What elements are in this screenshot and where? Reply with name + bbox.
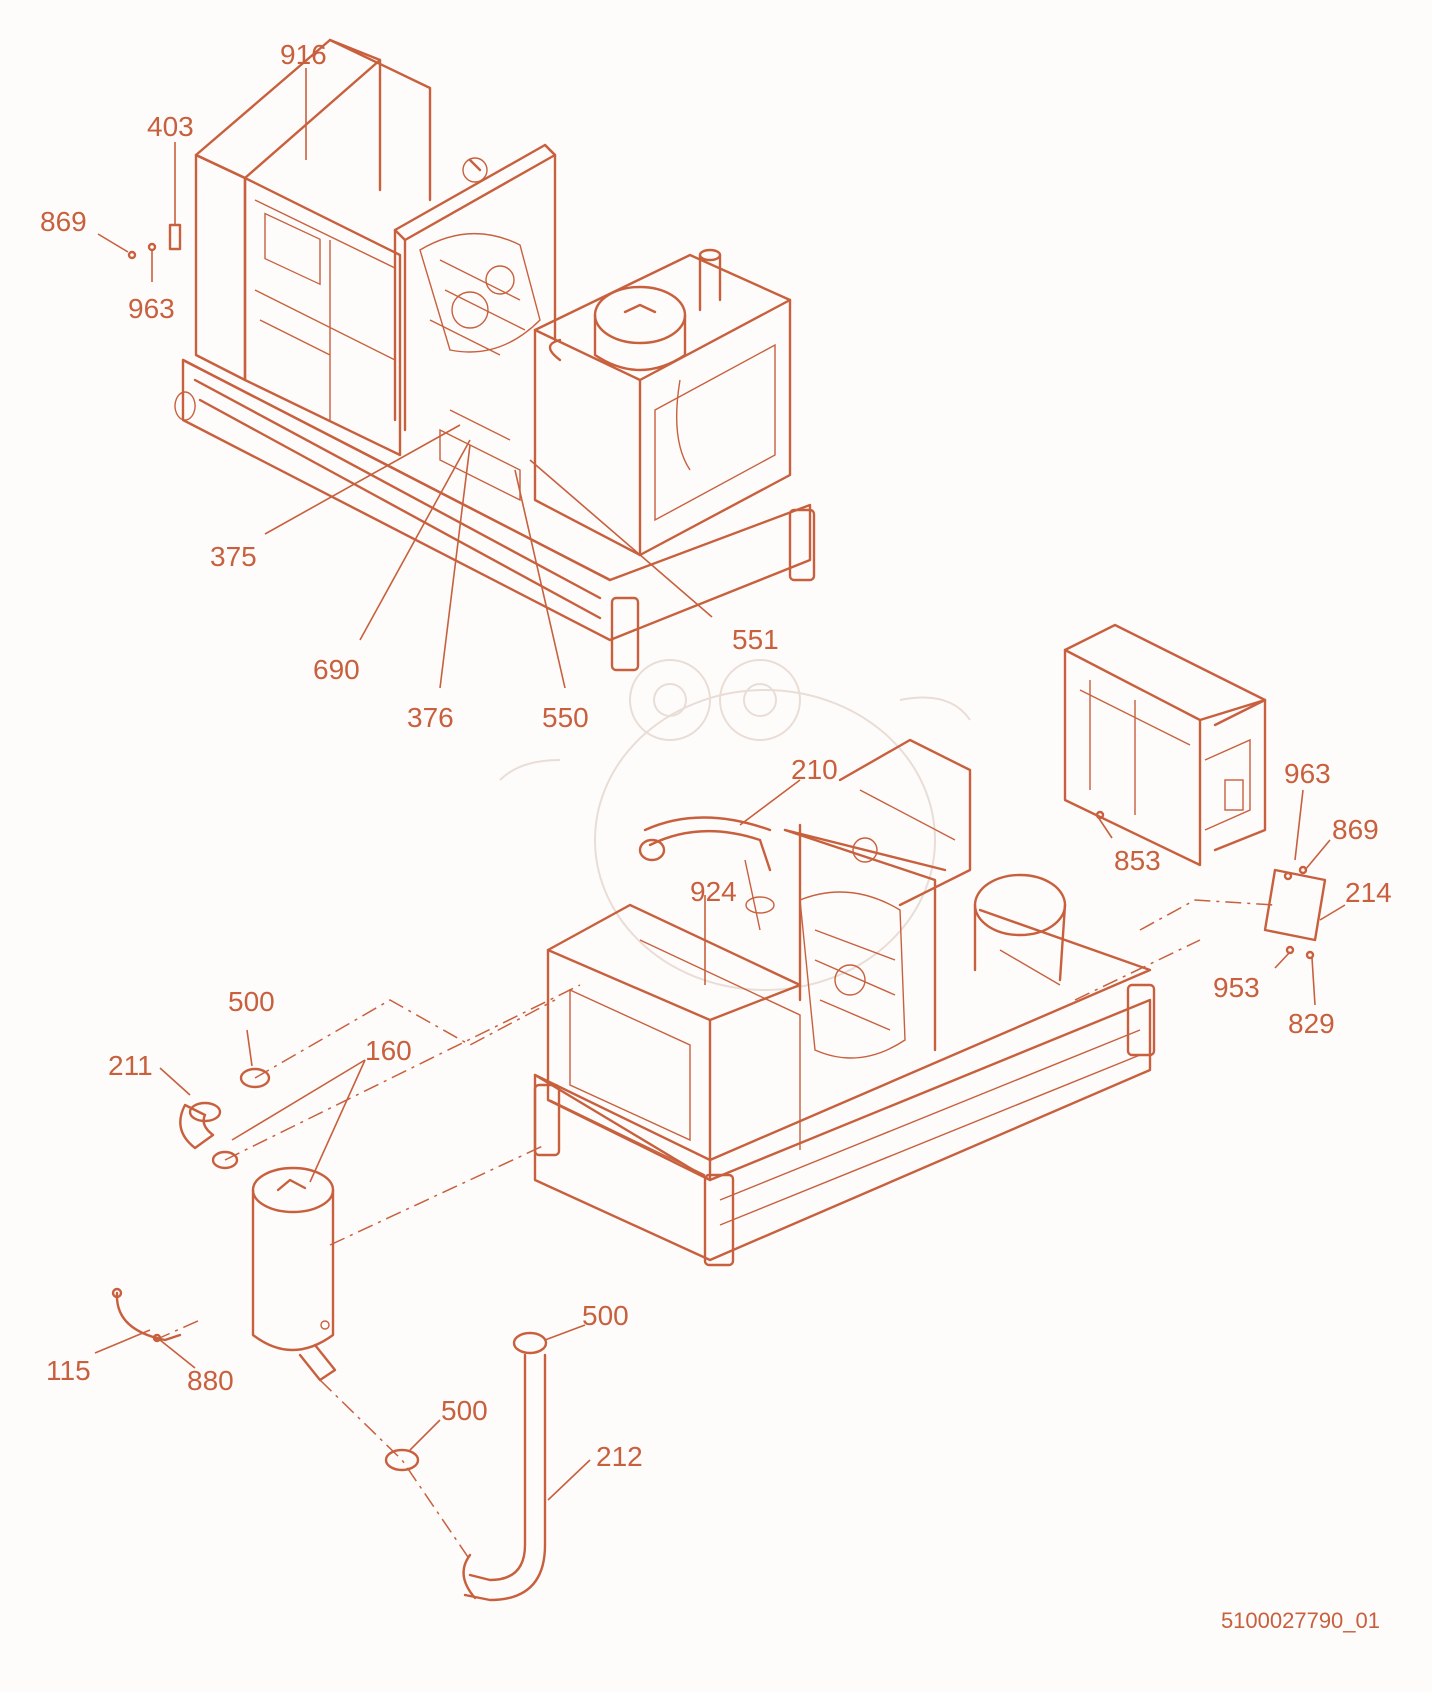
- exhaust-parts: [111, 1067, 548, 1602]
- callout-214: 214: [1345, 877, 1392, 908]
- callout-869-b: 869: [1332, 814, 1379, 845]
- assembly-centrelines: [154, 899, 1276, 1561]
- callout-500: 500: [228, 986, 275, 1017]
- callout-963-b: 963: [1284, 758, 1331, 789]
- callout-212: 212: [596, 1441, 643, 1472]
- callout-953: 953: [1213, 972, 1260, 1003]
- lower-generator-assembly: [533, 623, 1327, 1267]
- callout-829: 829: [1288, 1008, 1335, 1039]
- callout-210: 210: [791, 754, 838, 785]
- callout-115: 115: [46, 1355, 91, 1386]
- callout-880: 880: [187, 1365, 234, 1396]
- callout-375: 375: [210, 541, 257, 572]
- callout-211: 211: [108, 1050, 153, 1081]
- callout-160: 160: [365, 1035, 412, 1066]
- callout-403: 403: [147, 111, 194, 142]
- callout-963: 963: [128, 293, 175, 324]
- callout-924: 924: [690, 876, 737, 907]
- callout-690: 690: [313, 654, 360, 685]
- watermark-mascot: [499, 659, 971, 991]
- callout-550: 550: [542, 702, 589, 733]
- callout-376: 376: [407, 702, 454, 733]
- callout-500-b: 500: [582, 1300, 629, 1331]
- callout-500-c: 500: [441, 1395, 488, 1426]
- upper-generator-assembly: [127, 38, 816, 672]
- callout-869: 869: [40, 206, 87, 237]
- callout-551: 551: [732, 624, 779, 655]
- leader-lines: [94, 68, 1346, 1501]
- callout-853: 853: [1114, 845, 1161, 876]
- callout-labels: 916 403 869 963 375 690 376 550 551 210 …: [40, 39, 1392, 1472]
- drawing-number: 5100027790_01: [1220, 1608, 1380, 1633]
- callout-916: 916: [280, 39, 327, 70]
